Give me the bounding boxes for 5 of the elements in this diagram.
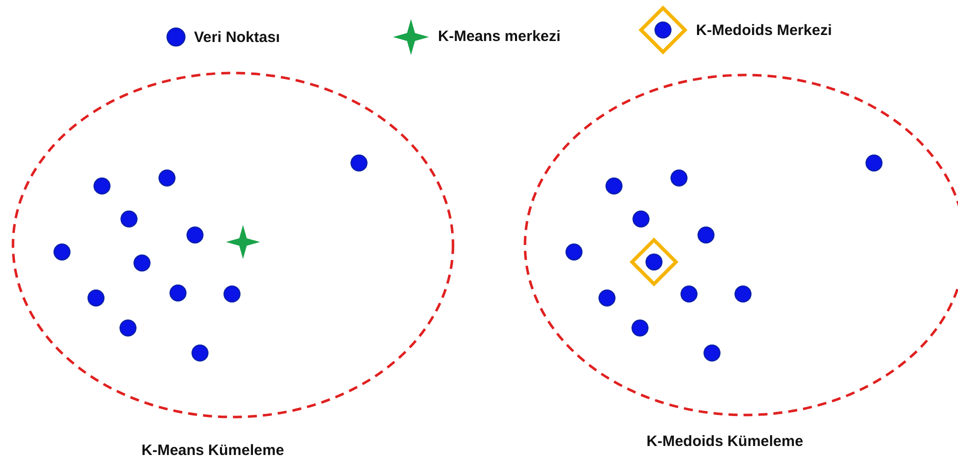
cluster-title: K-Medoids Kümeleme <box>646 432 804 450</box>
legend-label: K-Means merkezi <box>438 28 561 44</box>
cluster-title: K-Means Kümeleme <box>142 442 284 458</box>
legend-label: Veri Noktası <box>194 28 280 46</box>
legend-label: K-Medoids Merkezi <box>696 22 832 38</box>
